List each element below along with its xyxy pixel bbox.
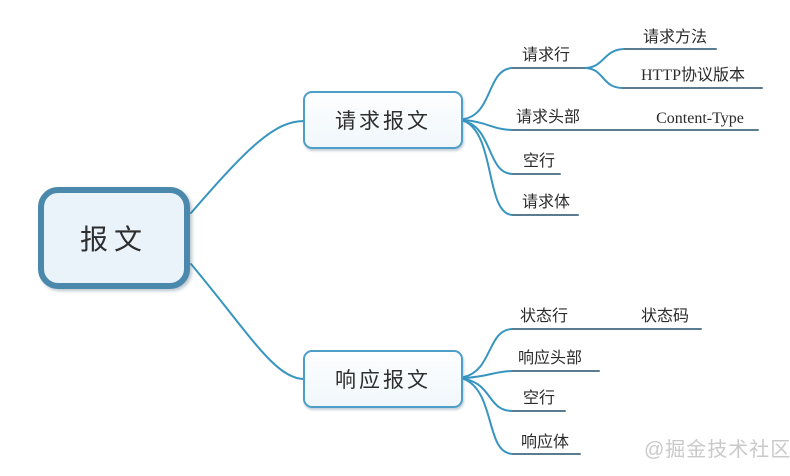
- juejin-watermark: @掘金技术社区: [644, 439, 790, 461]
- connector-request-line-http-version: [583, 67, 624, 89]
- node-request-message-label: 请求报文: [335, 109, 431, 133]
- connector-root-response: [190, 263, 305, 380]
- connector-response-response-headers: [463, 370, 514, 379]
- connector-response-response-body: [463, 378, 514, 455]
- connector-request-empty-line: [463, 120, 514, 175]
- leaf-content-type[interactable]: Content-Type: [656, 110, 744, 127]
- connector-request-request-body: [463, 120, 514, 216]
- connector-response-status-line: [463, 328, 514, 378]
- leaf-status-code[interactable]: 状态码: [640, 308, 689, 325]
- leaf-empty-line-response[interactable]: 空行: [522, 390, 555, 407]
- leaf-response-body[interactable]: 响应体: [520, 434, 569, 451]
- connector-request-request-line: [463, 67, 514, 120]
- leaf-request-line[interactable]: 请求行: [521, 47, 570, 64]
- leaf-request-method[interactable]: 请求方法: [642, 29, 707, 46]
- connector-request-request-headers: [463, 119, 514, 131]
- node-response-message-label: 响应报文: [335, 368, 431, 392]
- leaf-http-version[interactable]: HTTP协议版本: [640, 67, 745, 84]
- node-request-message[interactable]: 请求报文: [303, 91, 463, 149]
- leaf-request-body[interactable]: 请求体: [521, 194, 570, 211]
- node-response-message[interactable]: 响应报文: [303, 350, 463, 408]
- connector-response-empty-line: [463, 378, 514, 412]
- root-node-baowen[interactable]: 报文: [38, 187, 190, 289]
- connector-request-line-method: [583, 48, 626, 69]
- leaf-empty-line-request[interactable]: 空行: [522, 153, 555, 170]
- leaf-response-headers[interactable]: 响应头部: [517, 350, 582, 367]
- leaf-request-headers[interactable]: 请求头部: [515, 109, 580, 126]
- root-node-label: 报文: [79, 225, 148, 256]
- connector-root-request: [190, 120, 305, 214]
- leaf-status-line[interactable]: 状态行: [519, 308, 568, 325]
